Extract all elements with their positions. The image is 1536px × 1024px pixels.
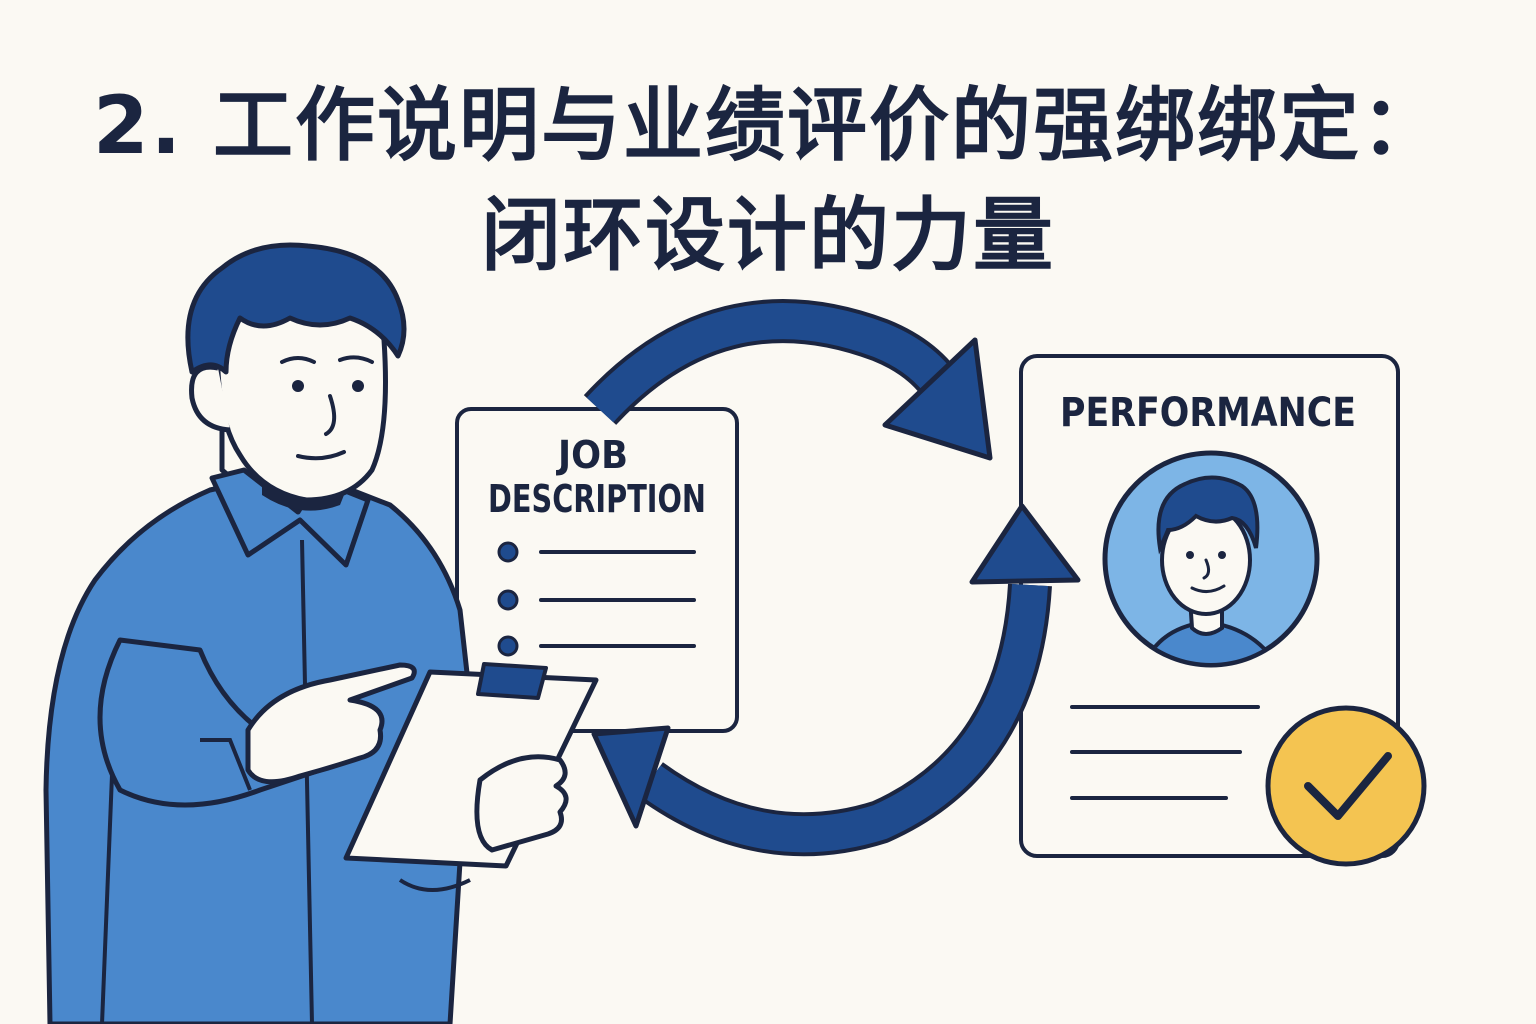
clipboard-icon — [343, 662, 599, 869]
checkmark-icon — [1265, 705, 1427, 867]
bullet-icon — [497, 541, 519, 563]
bullet-icon — [497, 635, 519, 657]
performance-card-title: PERFORMANCE — [1060, 390, 1356, 436]
page-title-line-1: 2. 工作说明与业绩评价的强绑绑定： — [93, 79, 1443, 172]
avatar-icon — [1102, 450, 1320, 668]
bullet-icon — [497, 589, 519, 611]
person-illustration — [43, 242, 599, 1024]
job-card-bullet-list — [497, 541, 696, 657]
job-card-title-line-1: JOB — [555, 433, 628, 477]
cycle-arrows-icon — [583, 299, 1081, 857]
job-card-title-line-2: DESCRIPTION — [488, 477, 706, 521]
page-title-line-2: 闭环设计的力量 — [481, 189, 1055, 282]
job-description-card: JOB DESCRIPTION — [455, 407, 739, 733]
performance-card: PERFORMANCE — [1019, 354, 1427, 867]
